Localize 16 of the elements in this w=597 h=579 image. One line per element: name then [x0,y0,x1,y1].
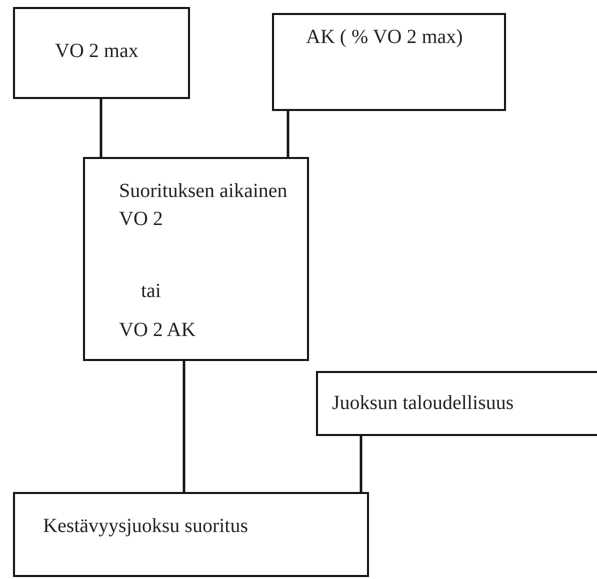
connector-line [100,99,102,157]
text-box [83,157,309,361]
text-box [272,13,506,111]
text-box [316,371,597,436]
box-label: VO 2 AK [119,318,196,343]
connector-line [360,436,362,492]
text-box [13,7,190,99]
box-label: Kestävyysjuoksu suoritus [43,514,248,539]
box-label: Juoksun taloudellisuus [332,391,514,416]
box-label: VO 2 max [55,39,138,64]
connector-line [182,361,186,492]
box-label: tai [141,279,161,304]
connector-line [286,111,290,157]
text-box [13,492,369,577]
box-label: Suorituksen aikainen VO 2 [119,179,288,232]
box-label: AK ( % VO 2 max) [306,25,464,50]
